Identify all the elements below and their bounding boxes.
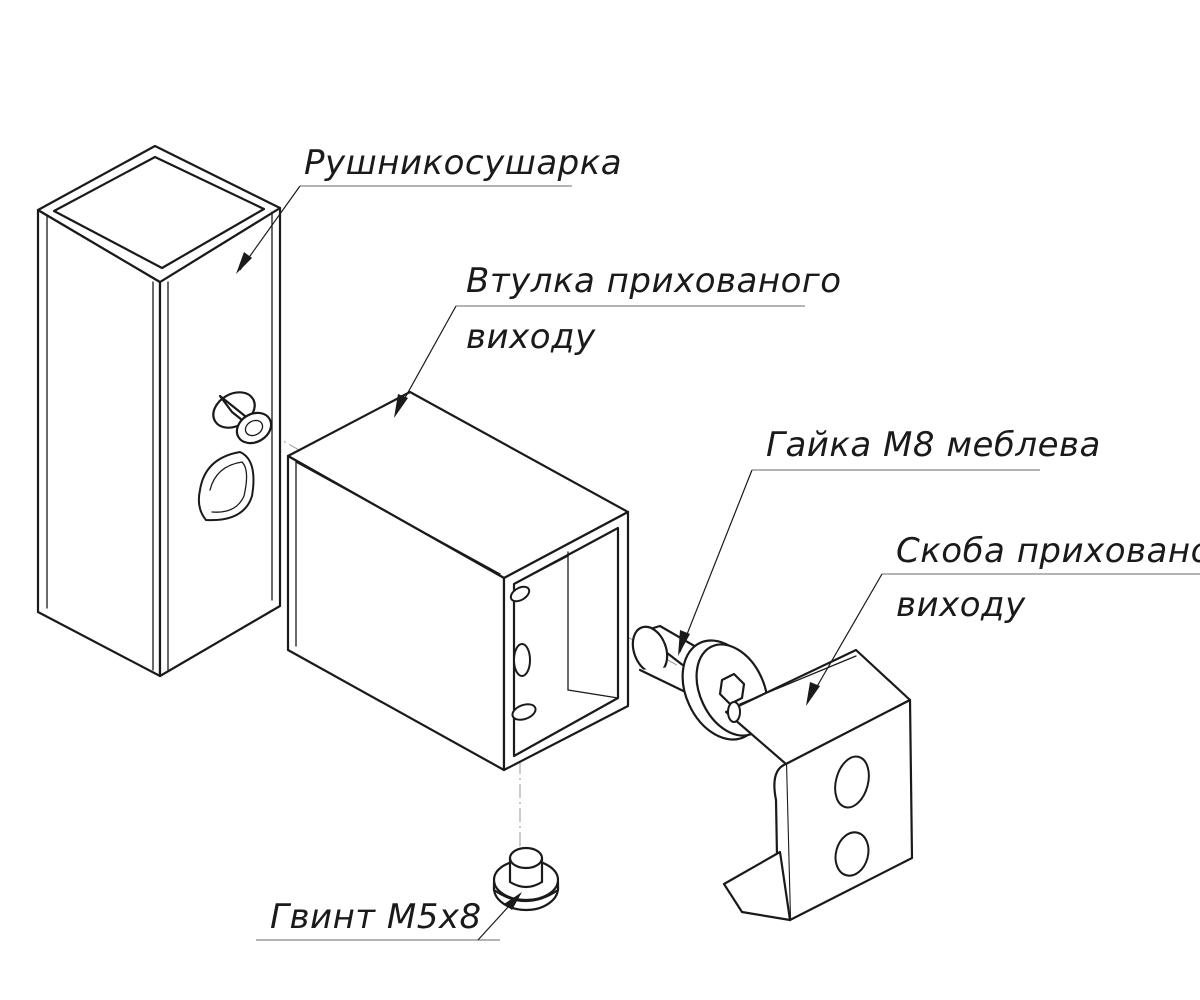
bracket-edge-line bbox=[739, 655, 857, 705]
boss-hex bbox=[244, 419, 264, 437]
sleeve-inner-wall bbox=[567, 689, 619, 699]
nut-arrow bbox=[678, 630, 690, 656]
towel-dryer-tube bbox=[36, 144, 282, 678]
towel-dryer-leader bbox=[239, 185, 301, 271]
sleeve-inner-wall bbox=[513, 555, 569, 585]
tube-right-face bbox=[158, 206, 282, 678]
bracket-slot-hole bbox=[834, 755, 870, 809]
hidden-outlet-sleeve bbox=[286, 390, 630, 772]
bracket-web bbox=[784, 698, 914, 922]
screw-arrow bbox=[504, 892, 522, 910]
bracket-leader bbox=[807, 573, 883, 703]
sleeve-inner-hole bbox=[511, 703, 537, 721]
screw-tip bbox=[508, 846, 544, 870]
label-bracket-line1: Скоба прихованого bbox=[896, 531, 1200, 571]
sleeve-arrow bbox=[394, 394, 408, 418]
boss-front bbox=[235, 411, 273, 445]
label-sleeve-line2: виходу bbox=[466, 317, 596, 357]
tube-oval-hole-inner bbox=[209, 461, 248, 513]
sleeve-leader bbox=[395, 305, 457, 415]
bracket-arrow bbox=[806, 682, 820, 706]
towel-dryer-arrow bbox=[236, 252, 252, 274]
label-screw: Гвинт М5х8 bbox=[270, 897, 482, 937]
bracket-bottom-flange bbox=[722, 850, 792, 922]
hidden-outlet-bracket bbox=[722, 648, 914, 922]
tube-opening bbox=[52, 155, 266, 270]
label-towel-dryer: Рушникосушарка bbox=[304, 143, 622, 183]
nut-hex-socket bbox=[718, 672, 746, 706]
tube-boss bbox=[212, 391, 273, 445]
bracket-round-hole bbox=[834, 831, 870, 877]
label-nut: Гайка М8 меблева bbox=[766, 425, 1101, 465]
screw-m5x8 bbox=[492, 846, 560, 912]
label-bracket-line2: виходу bbox=[896, 585, 1026, 625]
sleeve-inner-hole bbox=[513, 643, 531, 677]
sleeve-edge-line bbox=[295, 461, 501, 575]
labels: Рушникосушарка Втулка прихованого виходу… bbox=[270, 143, 1200, 937]
label-sleeve-line1: Втулка прихованого bbox=[466, 261, 842, 301]
nut-leader bbox=[679, 469, 753, 653]
leaders bbox=[236, 185, 1200, 941]
bracket-top-hole bbox=[727, 701, 741, 723]
tube-left-face bbox=[36, 208, 162, 678]
sleeve-inner-hole bbox=[509, 585, 531, 603]
